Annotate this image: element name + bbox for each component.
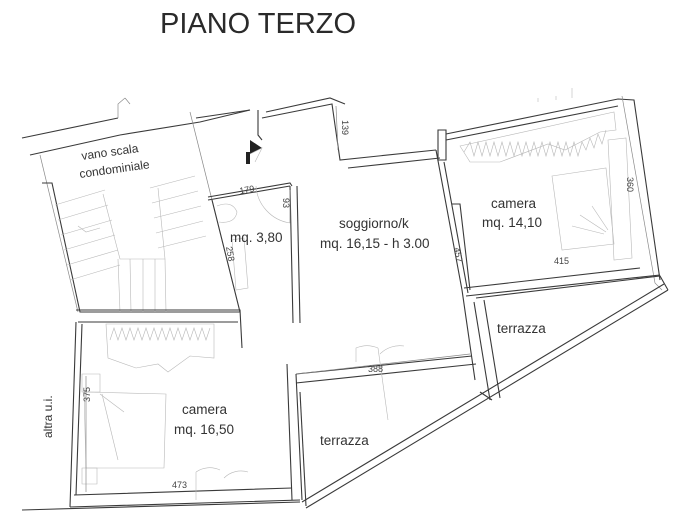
- bedroom-left: 375 473 camera mq. 16,50: [69, 309, 303, 508]
- terrace-left-label: terrazza: [320, 433, 369, 448]
- living-name: soggiorno/k: [339, 216, 409, 231]
- dim-bedroom-left-depth: 375: [82, 387, 92, 402]
- boundary-line: [21, 501, 301, 511]
- dim-bedroom-right-width: 415: [554, 256, 569, 266]
- terrace-right-label: terrazza: [497, 321, 546, 336]
- bedroom-right-name: camera: [491, 196, 537, 211]
- entrance-arrow-icon: [246, 140, 263, 164]
- roof-marks: [537, 88, 573, 102]
- bathroom: 179 93 258 mq. 3,80: [207, 182, 301, 324]
- living-area: mq. 16,15 - h 3.00: [320, 236, 430, 251]
- bedroom-right: 360 415 camera mq. 14,10: [437, 95, 663, 297]
- plan-title: PIANO TERZO: [160, 8, 356, 40]
- neighbor-unit-label: altra u.i.: [41, 395, 55, 438]
- dim-bath-side: 258: [224, 246, 236, 263]
- dim-living-depth: 457: [452, 247, 464, 264]
- dim-bedroom-left-width: 473: [172, 480, 187, 490]
- bedroom-right-area: mq. 14,10: [482, 215, 542, 230]
- bedroom-left-area: mq. 16,50: [174, 422, 234, 437]
- bedroom-left-name: camera: [182, 402, 228, 417]
- dim-living-width: 388: [368, 364, 383, 374]
- dim-bedroom-right-depth: 360: [625, 177, 635, 192]
- dim-bath-width: 179: [239, 184, 256, 196]
- living-room: 388 457 soggiorno/k mq. 16,15 - h 3.00: [295, 149, 477, 421]
- terraces: terrazza terrazza: [299, 275, 669, 509]
- stairwell: vano scala condominiale: [21, 97, 251, 313]
- entry-niche: 139: [257, 97, 441, 169]
- dim-bath-door: 93: [281, 198, 291, 208]
- bathroom-area: mq. 3,80: [230, 230, 283, 245]
- dim-entry-niche: 139: [340, 120, 350, 135]
